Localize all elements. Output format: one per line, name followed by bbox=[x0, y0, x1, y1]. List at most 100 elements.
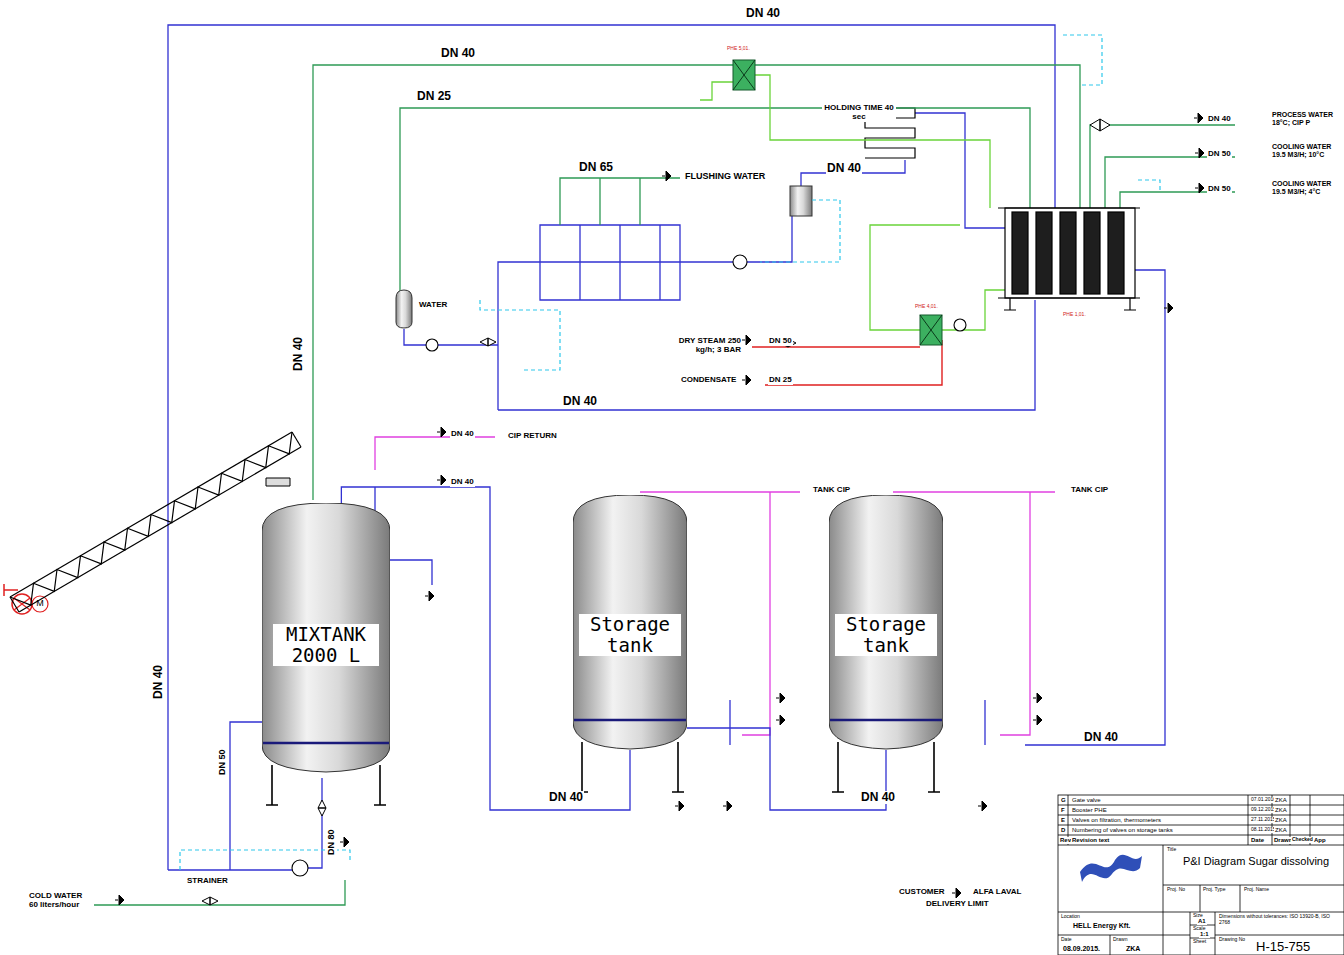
title-block-grid bbox=[1058, 795, 1344, 955]
process-label: ALFA LAVAL bbox=[972, 888, 1022, 897]
plate-heat-exchanger bbox=[1084, 212, 1100, 294]
tank-vessel: MIXTANK 2000 L bbox=[262, 503, 390, 773]
delivery-limit-symbol bbox=[723, 801, 732, 811]
cip-pipe bbox=[1000, 492, 1030, 735]
delivery-limit-symbol bbox=[1033, 693, 1042, 703]
tank-name: MIXTANK 2000 L bbox=[273, 624, 379, 666]
product-heating-pipe bbox=[744, 75, 990, 208]
pipe-size-label: DN 80 bbox=[327, 828, 337, 856]
delivery-limit-symbol bbox=[952, 888, 961, 898]
title-block-cell: Date bbox=[1250, 837, 1265, 844]
blue-pipe bbox=[801, 160, 905, 186]
title-block-cell: D bbox=[1060, 827, 1066, 834]
plate-heat-exchanger bbox=[1108, 212, 1124, 294]
process-label: COLD WATER 60 liters/hour bbox=[28, 892, 94, 910]
title-block-cell: Title bbox=[1166, 847, 1177, 853]
screw-conveyor-drive bbox=[32, 596, 48, 612]
delivery-limit-symbol bbox=[776, 693, 785, 703]
pipe-size-label: DN 40 bbox=[745, 7, 781, 20]
screw-conveyor bbox=[292, 432, 301, 447]
title-block-cell: ZKA bbox=[1274, 817, 1288, 824]
title-block-cell: Date bbox=[1060, 937, 1073, 943]
process-label: DRY STEAM 250 kg/h; 3 BAR bbox=[664, 337, 742, 355]
blue-pipe bbox=[404, 329, 498, 345]
pipe-size-label: DN 40 bbox=[450, 430, 475, 439]
pump-symbol bbox=[426, 339, 438, 351]
green-pipe bbox=[560, 178, 680, 225]
green-pipe bbox=[85, 65, 1235, 905]
delivery-limit-symbol bbox=[662, 171, 671, 181]
pump-symbol bbox=[292, 255, 966, 876]
title-block-cell: Sheet bbox=[1192, 939, 1207, 945]
valve-symbol bbox=[202, 897, 218, 905]
title-block-cell: Location bbox=[1060, 914, 1081, 920]
green-pipe bbox=[1090, 125, 1235, 208]
title-block-cell: G bbox=[1060, 797, 1067, 804]
process-label: HOLDING TIME 40 sec bbox=[822, 104, 896, 122]
delivery-limit-symbol bbox=[776, 715, 785, 725]
pipe-size-label: DN 40 bbox=[440, 47, 476, 60]
product-heating-pipe bbox=[700, 82, 733, 100]
screw-conveyor-drive bbox=[266, 478, 290, 486]
delivery-limit-symbol bbox=[1195, 148, 1204, 158]
blue-pipe bbox=[540, 225, 680, 300]
pipe-size-label: DN 65 bbox=[578, 161, 614, 174]
title-block-cell: Checked bbox=[1291, 837, 1314, 843]
title-block-cell: F bbox=[1060, 807, 1066, 814]
blue-pipe bbox=[1025, 270, 1165, 745]
steam-pipe bbox=[765, 340, 942, 385]
pipe-size-label: DN 40 bbox=[1083, 731, 1119, 744]
delivery-limit-symbol bbox=[742, 335, 751, 345]
delivery-limit-symbol bbox=[115, 895, 124, 905]
pipe-size-label: DN 25 bbox=[416, 90, 452, 103]
blue-pipe bbox=[168, 25, 1165, 870]
title-block-cell: ZKA bbox=[1274, 827, 1288, 834]
process-label: COOLING WATER 19.5 M3/H; 10°C bbox=[1271, 143, 1344, 158]
plate-heat-exchanger bbox=[1005, 208, 1135, 298]
delivery-limit-symbol bbox=[425, 591, 434, 601]
title-block-cell: Valves on filtration, thermometers bbox=[1071, 817, 1162, 824]
product-heating-pipe bbox=[942, 290, 1005, 330]
title-block-cell: ZKA bbox=[1274, 807, 1288, 814]
control-signal-line bbox=[180, 850, 350, 870]
steam-pipe bbox=[752, 340, 942, 385]
screw-conveyor bbox=[19, 447, 301, 612]
plate-heat-exchanger bbox=[1060, 212, 1076, 294]
green-pipe bbox=[1105, 157, 1235, 208]
process-label: PHE 5,01. bbox=[726, 46, 751, 52]
green-pipe bbox=[400, 108, 1030, 300]
pump-symbol bbox=[292, 860, 308, 876]
product-heating-pipe bbox=[700, 75, 1005, 330]
delivery-limit-symbol bbox=[1033, 715, 1042, 725]
delivery-limit-symbol bbox=[115, 113, 1204, 905]
control-signal-line bbox=[180, 35, 1160, 870]
title-block-cell: Gate valve bbox=[1071, 797, 1102, 804]
tank-outline bbox=[262, 503, 390, 772]
title-block-cell: Drawing No bbox=[1218, 937, 1246, 943]
tank-level-line bbox=[830, 719, 942, 722]
cip-pipe bbox=[375, 437, 495, 470]
booster-phe bbox=[733, 60, 942, 345]
delivery-limit-symbol bbox=[437, 475, 446, 485]
blue-pipe bbox=[729, 700, 730, 745]
screw-conveyor bbox=[10, 597, 19, 612]
title-block-cell: Proj. Name bbox=[1243, 887, 1270, 893]
pipe-size-label: DN 50 bbox=[1207, 185, 1232, 194]
process-label: COOLING WATER 19.5 M3/H; 4°C bbox=[1271, 180, 1344, 195]
tank-vessel: Storage tank bbox=[573, 495, 687, 750]
steam-pipe bbox=[752, 346, 920, 347]
tank-name: Storage tank bbox=[579, 614, 681, 656]
process-label: CONDENSATE bbox=[680, 376, 737, 385]
process-label: TANK CIP bbox=[1070, 486, 1109, 495]
tank-vessel: Storage tank bbox=[829, 495, 943, 750]
plate-heat-exchanger bbox=[998, 208, 1140, 310]
plate-heat-exchanger bbox=[998, 208, 1140, 298]
blue-pipe bbox=[498, 262, 540, 410]
pipe-size-label: DN 40 bbox=[860, 791, 896, 804]
control-signal-line bbox=[1063, 35, 1102, 85]
pump-symbol bbox=[733, 255, 747, 269]
pump-symbol bbox=[954, 319, 966, 331]
pipe-size-label: DN 25 bbox=[768, 376, 793, 385]
